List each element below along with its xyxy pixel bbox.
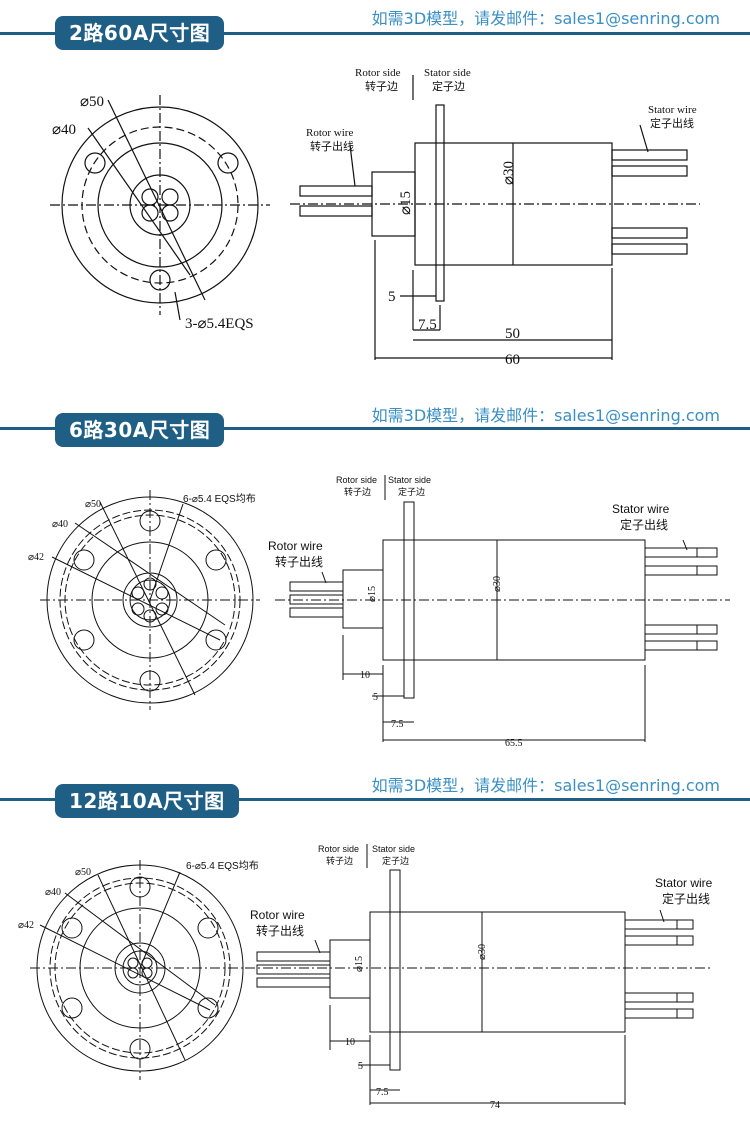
- side-flange-pos: 7.5: [376, 1087, 389, 1098]
- side-stator-side: Stator side: [388, 475, 431, 485]
- side-flange-t: 5: [373, 692, 378, 703]
- side-stator-wire: Stator wire: [612, 502, 670, 516]
- side-stator-side-cn: 定子边: [432, 79, 465, 93]
- front-d-pcd: ⌀40: [52, 519, 68, 530]
- front-d-outer: ⌀50: [75, 867, 91, 878]
- section-divider: [0, 427, 750, 430]
- contact-text: 如需3D模型，请发邮件：sales1@senring.com: [371, 9, 720, 28]
- side-body-len: 50: [505, 326, 520, 342]
- side-rotor-wire: Rotor wire: [306, 127, 353, 139]
- contact-text: 如需3D模型，请发邮件：sales1@senring.com: [371, 776, 720, 795]
- section-title: 12路10A尺寸图: [55, 784, 239, 818]
- side-stator-wire-cn: 定子出线: [650, 116, 694, 130]
- side-rotor-side: Rotor side: [336, 475, 377, 485]
- drawing-6ch-30a: ⌀50 ⌀40 ⌀42 6-⌀5.4 EQS均布 Rotor si: [28, 475, 730, 749]
- side-rotor-side-cn: 转子边: [365, 79, 398, 93]
- side-rotor-wire-cn: 转子出线: [256, 923, 304, 938]
- front-d-42: ⌀42: [28, 552, 44, 563]
- side-d-body: ⌀30: [492, 576, 503, 592]
- side-view: [290, 75, 700, 360]
- section-2ch-60a: 如需3D模型，请发邮件：sales1@senring.com 2路60A尺寸图 …: [0, 0, 750, 380]
- side-rotor-wire: Rotor wire: [250, 908, 305, 922]
- side-flange-t: 5: [388, 289, 396, 305]
- side-rotor-wire: Rotor wire: [268, 539, 323, 553]
- front-view: [30, 860, 250, 1080]
- side-rotor-side: Rotor side: [355, 67, 401, 79]
- front-view: [50, 95, 270, 321]
- front-view: [40, 490, 260, 710]
- side-flange-pos: 7.5: [391, 719, 404, 730]
- front-holes: 6-⌀5.4 EQS均布: [186, 860, 259, 872]
- side-flange-t: 5: [358, 1061, 363, 1072]
- side-shaft-len: 10: [345, 1037, 355, 1048]
- side-d-shaft: ⌀15: [367, 586, 378, 602]
- front-holes: 3-⌀5.4EQS: [185, 316, 254, 332]
- side-stator-wire: Stator wire: [648, 104, 697, 116]
- front-d-pcd: ⌀40: [45, 887, 61, 898]
- side-total-len: 65.5: [505, 738, 523, 749]
- drawing-12ch-10a: ⌀50 ⌀40 ⌀42 6-⌀5.4 EQS均布 Rotor si: [18, 844, 713, 1111]
- section-6ch-30a: 如需3D模型，请发邮件：sales1@senring.com 6路30A尺寸图 …: [0, 380, 750, 760]
- side-stator-wire-cn: 定子出线: [620, 517, 668, 532]
- side-stator-wire: Stator wire: [655, 876, 713, 890]
- side-d-body: ⌀30: [477, 944, 488, 960]
- front-d-outer: ⌀50: [85, 499, 101, 510]
- side-shaft-len: 10: [360, 670, 370, 681]
- side-view: [275, 475, 730, 742]
- side-total-len: 74: [490, 1100, 500, 1111]
- side-stator-wire-cn: 定子出线: [662, 891, 710, 906]
- side-view: [245, 844, 710, 1105]
- section-12ch-10a: 如需3D模型，请发邮件：sales1@senring.com 12路10A尺寸图…: [0, 760, 750, 1133]
- front-d-pcd: ⌀40: [52, 122, 76, 138]
- side-rotor-wire-cn: 转子出线: [275, 554, 323, 569]
- side-rotor-side-cn: 转子边: [344, 486, 371, 497]
- section-title: 2路60A尺寸图: [55, 16, 225, 50]
- side-rotor-wire-cn: 转子出线: [310, 139, 354, 153]
- section-divider: [0, 32, 750, 35]
- side-d-shaft: ⌀15: [354, 956, 365, 972]
- side-stator-side: Stator side: [424, 67, 471, 79]
- front-holes: 6-⌀5.4 EQS均布: [183, 493, 256, 505]
- side-d-body: ⌀30: [501, 161, 517, 185]
- side-d-shaft: ⌀15: [398, 191, 414, 215]
- side-stator-side-cn: 定子边: [398, 486, 425, 497]
- front-d-42: ⌀42: [18, 920, 34, 931]
- section-title: 6路30A尺寸图: [55, 413, 225, 447]
- side-flange-pos: 7.5: [418, 317, 437, 333]
- front-d-outer: ⌀50: [80, 94, 104, 110]
- side-stator-side-cn: 定子边: [382, 855, 409, 866]
- side-total-len: 60: [505, 352, 520, 368]
- side-rotor-side-cn: 转子边: [326, 855, 353, 866]
- side-rotor-side: Rotor side: [318, 844, 359, 854]
- side-stator-side: Stator side: [372, 844, 415, 854]
- contact-text: 如需3D模型，请发邮件：sales1@senring.com: [371, 406, 720, 425]
- section-divider: [0, 798, 750, 801]
- drawing-2ch-60a: ⌀50 ⌀40 3-⌀5.4EQS Rotor side 转子边: [50, 67, 700, 368]
